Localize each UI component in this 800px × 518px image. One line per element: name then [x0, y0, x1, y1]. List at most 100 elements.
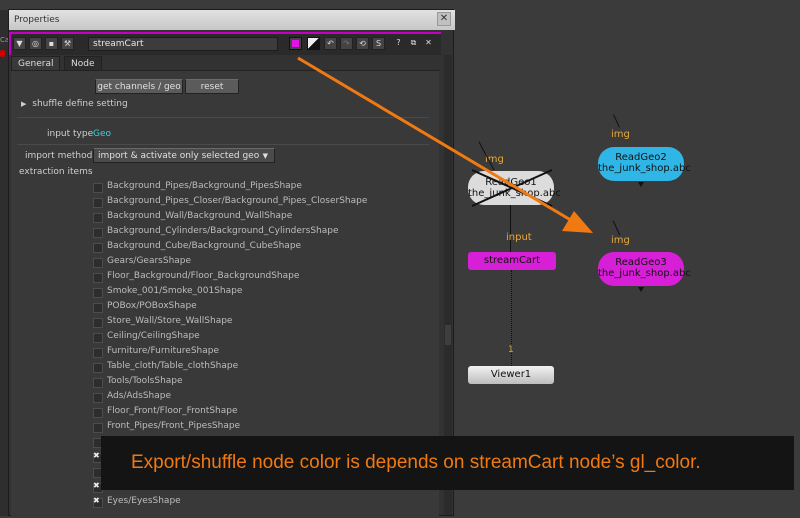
extraction-items-label: extraction items: [19, 167, 93, 177]
item-checkbox[interactable]: [93, 213, 103, 223]
wrench-icon[interactable]: ⚒: [61, 37, 74, 50]
s-script-icon[interactable]: S: [372, 37, 385, 50]
tile-color-swatch: [292, 40, 299, 47]
camera-icon[interactable]: ▪: [45, 37, 58, 50]
readgeo2-output-arrow-icon: [638, 182, 644, 187]
readgeo2-node[interactable]: ReadGeo2 the_junk_shop.abc: [598, 147, 691, 181]
item-label: Background_Pipes/Background_PipesShape: [107, 181, 302, 191]
item-label: Table_cloth/Table_clothShape: [107, 361, 239, 371]
import-method-label: import method: [25, 151, 93, 161]
streamcart-input-label: input: [506, 232, 532, 243]
readgeo3-name: ReadGeo3: [615, 257, 667, 268]
item-checkbox[interactable]: [93, 363, 103, 373]
help-icon[interactable]: ?: [396, 38, 401, 47]
properties-title: Properties: [14, 15, 60, 25]
item-label: Furniture/FurnitureShape: [107, 346, 220, 356]
panel-tabs: General Node: [9, 56, 439, 70]
item-checkbox[interactable]: [93, 243, 103, 253]
item-label: Ads/AdsShape: [107, 391, 172, 401]
streamcart-to-viewer-wire: [511, 270, 512, 366]
center-node-icon[interactable]: ◎: [29, 37, 42, 50]
item-checkbox[interactable]: [93, 423, 103, 433]
revert-icon[interactable]: ⟲: [356, 37, 369, 50]
close-node-icon[interactable]: ✕: [425, 38, 432, 47]
divider: [17, 117, 429, 118]
item-checkbox[interactable]: [93, 273, 103, 283]
item-checkbox[interactable]: [93, 378, 103, 388]
divider: [17, 144, 429, 145]
item-label: POBox/POBoxShape: [107, 301, 197, 311]
readgeo3-output-arrow-icon: [638, 287, 644, 292]
scrollbar-grip[interactable]: [445, 325, 451, 345]
readgeo3-file: the_junk_shop.abc: [598, 268, 691, 279]
annotation-text: Export/shuffle node color is depends on …: [131, 452, 701, 473]
float-panel-icon[interactable]: ⧉: [410, 38, 417, 47]
readgeo1-input-label: img: [485, 154, 504, 165]
annotation-box: Export/shuffle node color is depends on …: [101, 436, 794, 490]
undo-icon[interactable]: ↶: [324, 37, 337, 50]
streamcart-node-label: streamCart: [483, 255, 541, 266]
properties-titlebar[interactable]: Properties ✕: [9, 10, 455, 30]
item-label: Floor_Background/Floor_BackgroundShape: [107, 271, 300, 281]
get-channels-button[interactable]: get channels / geo: [95, 79, 183, 94]
dropdown-arrow-icon: ▼: [262, 152, 268, 160]
readgeo2-name: ReadGeo2: [615, 152, 667, 163]
import-method-value: import & activate only selected geo: [98, 151, 260, 161]
item-checkbox[interactable]: [93, 198, 103, 208]
item-label: Front_Pipes/Front_PipesShape: [107, 421, 241, 431]
readgeo3-node[interactable]: ReadGeo3 the_junk_shop.abc: [598, 252, 691, 286]
readgeo1-file: the_junk_shop.abc: [468, 188, 561, 199]
readgeo1-name: ReadGeo1: [485, 177, 537, 188]
item-label: Store_Wall/Store_WallShape: [107, 316, 233, 326]
item-checkbox[interactable]: [93, 303, 103, 313]
item-checkbox[interactable]: [93, 408, 103, 418]
expand-triangle-icon: ▶: [21, 100, 27, 108]
item-label: Smoke_001/Smoke_001Shape: [107, 286, 243, 296]
input-type-label: input type: [47, 129, 94, 139]
item-checkbox[interactable]: [93, 228, 103, 238]
readgeo2-input-label: img: [611, 129, 630, 140]
item-checkbox[interactable]: [93, 318, 103, 328]
item-label: Ceiling/CeilingShape: [107, 331, 200, 341]
item-checkbox[interactable]: [93, 333, 103, 343]
item-label: Tools/ToolsShape: [107, 376, 183, 386]
item-label: Eyes/EyesShape: [107, 496, 181, 506]
shuffle-define-group[interactable]: ▶ shuffle define setting: [21, 99, 128, 111]
node-toolbar: ▼ ◎ ▪ ⚒ streamCart ↶ ↷ ⟲ S ? ⧉ ✕: [9, 32, 441, 55]
item-checkbox[interactable]: [93, 183, 103, 193]
readgeo2-file: the_junk_shop.abc: [598, 163, 691, 174]
node-name-field[interactable]: streamCart: [88, 37, 278, 51]
item-checkbox[interactable]: [93, 288, 103, 298]
tile-color-button[interactable]: [289, 37, 302, 50]
tab-node[interactable]: Node: [64, 56, 102, 70]
item-label: Floor_Front/Floor_FrontShape: [107, 406, 238, 416]
import-method-dropdown[interactable]: import & activate only selected geo ▼: [93, 148, 275, 163]
item-label: Background_Cylinders/Background_Cylinder…: [107, 226, 339, 236]
item-label: Background_Wall/Background_WallShape: [107, 211, 293, 221]
reset-button[interactable]: reset: [185, 79, 239, 94]
viewer1-node[interactable]: Viewer1: [468, 366, 554, 384]
input-type-value: Geo: [93, 129, 112, 139]
left-dock-strip: Ca: [0, 10, 10, 516]
collapse-triangle-icon[interactable]: ▼: [13, 37, 26, 50]
item-label: Gears/GearsShape: [107, 256, 192, 266]
readgeo3-input-label: img: [611, 235, 630, 246]
close-panel-icon[interactable]: ✕: [437, 12, 451, 26]
properties-panel: Properties ✕ ▼ ◎ ▪ ⚒ streamCart ↶ ↷ ⟲ S …: [8, 9, 455, 518]
item-checkbox[interactable]: [93, 496, 103, 508]
viewer-input-label: 1: [508, 345, 514, 355]
item-label: Background_Pipes_Closer/Background_Pipes…: [107, 196, 368, 206]
redo-icon[interactable]: ↷: [340, 37, 353, 50]
gl-color-button[interactable]: [307, 37, 320, 50]
dock-strip-label: Ca: [0, 36, 10, 44]
item-checkbox[interactable]: [93, 348, 103, 358]
panel-scrollbar[interactable]: [444, 55, 452, 515]
readgeo1-to-streamcart-wire: [510, 205, 511, 253]
streamcart-node[interactable]: streamCart: [468, 252, 556, 270]
item-checkbox[interactable]: [93, 393, 103, 403]
tab-general[interactable]: General: [11, 56, 61, 70]
viewer1-label: Viewer1: [490, 369, 532, 380]
item-checkbox[interactable]: [93, 258, 103, 268]
red-indicator: [0, 50, 5, 57]
